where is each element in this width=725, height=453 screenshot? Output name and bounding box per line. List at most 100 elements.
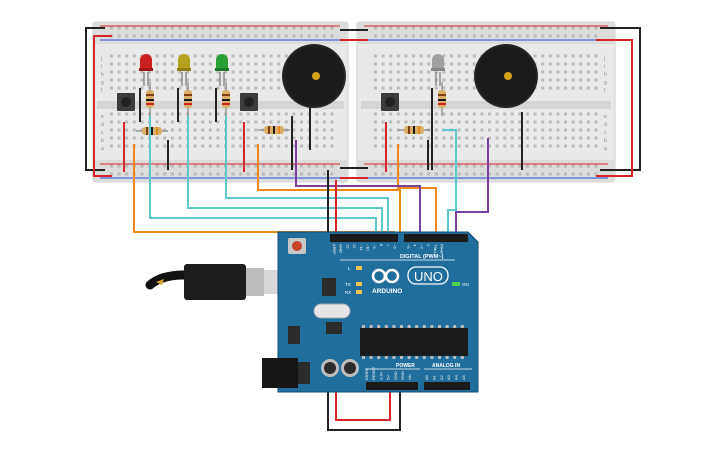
breadboard-hole xyxy=(488,120,491,124)
breadboard-hole xyxy=(480,112,484,116)
resistor-yellow-led[interactable] xyxy=(184,82,192,116)
digital-pin-label: 12 xyxy=(352,244,357,249)
svg-text:L: L xyxy=(348,266,351,271)
breadboard-hole xyxy=(556,172,560,176)
breadboard-hole xyxy=(381,34,385,38)
svg-text:h: h xyxy=(101,72,104,78)
breadboard-hole xyxy=(163,120,167,124)
resistor-red-led[interactable] xyxy=(146,82,154,116)
breadboard-hole xyxy=(284,112,288,116)
dc-power-jack[interactable] xyxy=(262,358,310,388)
breadboard-hole xyxy=(284,54,288,58)
led-green[interactable] xyxy=(215,54,229,86)
breadboard-hole xyxy=(412,86,415,90)
breadboard-hole xyxy=(155,172,159,176)
breadboard-hole xyxy=(140,120,144,124)
resistor-button-left[interactable] xyxy=(136,127,168,135)
right-breadboard[interactable]: j i h g f e d c b a xyxy=(356,21,616,183)
breadboard-hole xyxy=(117,128,121,132)
breadboard-hole xyxy=(556,136,560,140)
breadboard-hole xyxy=(381,26,385,30)
breadboard-hole xyxy=(594,112,598,116)
power-analog-header[interactable] xyxy=(366,382,470,390)
breadboard-hole xyxy=(132,78,136,82)
breadboard-hole xyxy=(434,120,438,124)
breadboard-hole xyxy=(239,164,243,168)
breadboard-hole xyxy=(503,34,507,38)
breadboard-hole xyxy=(419,34,423,38)
breadboard-hole xyxy=(132,62,136,66)
right-row-letters: j i h g f e d c b a xyxy=(603,56,607,152)
breadboard-hole xyxy=(300,144,303,148)
breadboard-hole xyxy=(579,26,583,30)
left-breadboard[interactable]: j i h g f e d c b a xyxy=(92,21,349,183)
breadboard-hole xyxy=(510,120,514,124)
breadboard-hole xyxy=(472,54,476,58)
breadboard-hole xyxy=(579,78,583,82)
breadboard-hole xyxy=(533,136,537,140)
breadboard-hole xyxy=(254,136,258,140)
breadboard-hole xyxy=(163,86,167,90)
breadboard-hole xyxy=(262,144,265,148)
breadboard-hole xyxy=(480,120,484,124)
breadboard-hole xyxy=(419,120,423,124)
breadboard-hole xyxy=(450,86,453,90)
breadboard-hole xyxy=(300,120,303,124)
breadboard-hole xyxy=(442,120,446,124)
breadboard-hole xyxy=(442,112,446,116)
digital-header[interactable] xyxy=(330,234,468,242)
svg-text:i: i xyxy=(604,64,605,70)
breadboard-hole xyxy=(163,54,167,58)
breadboard-hole xyxy=(208,26,212,30)
breadboard-hole xyxy=(396,78,400,82)
chip-pin xyxy=(392,356,396,359)
breadboard-hole xyxy=(389,26,393,30)
buzzer-right[interactable] xyxy=(474,44,538,108)
pushbutton-middle[interactable] xyxy=(240,93,258,111)
pushbutton-left[interactable] xyxy=(117,93,135,111)
chip-pin xyxy=(445,325,449,328)
chip-pin xyxy=(453,356,457,359)
resistor-button-mid[interactable] xyxy=(258,126,290,134)
led-grey[interactable] xyxy=(431,54,445,86)
breadboard-hole xyxy=(503,112,507,116)
crystal-oscillator xyxy=(313,303,351,319)
breadboard-hole xyxy=(389,172,393,176)
led-yellow[interactable] xyxy=(177,54,191,86)
chip-pin xyxy=(460,356,464,359)
breadboard-hole xyxy=(132,70,136,74)
digital-pin-label: ~6 xyxy=(392,244,397,249)
breadboard-hole xyxy=(518,26,522,30)
usb-chip xyxy=(322,278,336,296)
breadboard-hole xyxy=(140,26,144,30)
breadboard-hole xyxy=(389,144,393,148)
buzzer-left[interactable] xyxy=(282,44,346,108)
breadboard-hole xyxy=(579,164,583,168)
breadboard-hole xyxy=(450,34,453,38)
svg-text:c: c xyxy=(101,130,104,136)
breadboard-hole xyxy=(125,78,129,82)
resistor-button-right[interactable] xyxy=(398,126,430,134)
resistor-grey-led[interactable] xyxy=(438,82,446,116)
breadboard-hole xyxy=(480,26,484,30)
breadboard-hole xyxy=(155,34,159,38)
breadboard-hole xyxy=(518,128,522,132)
analog-pin-label: A5 xyxy=(461,374,466,380)
resistor-green-led[interactable] xyxy=(222,82,230,116)
breadboard-hole xyxy=(155,136,159,140)
reset-button[interactable] xyxy=(288,238,306,254)
breadboard-hole xyxy=(284,172,288,176)
breadboard-hole xyxy=(404,54,408,58)
led-red[interactable] xyxy=(139,54,153,86)
breadboard-hole xyxy=(193,86,197,90)
breadboard-hole xyxy=(170,144,174,148)
breadboard-hole xyxy=(216,120,220,124)
pushbutton-right[interactable] xyxy=(381,93,399,111)
breadboard-hole xyxy=(472,62,476,66)
breadboard-hole xyxy=(404,112,408,116)
breadboard-hole xyxy=(148,34,151,38)
usb-cable[interactable] xyxy=(145,264,278,300)
breadboard-hole xyxy=(571,62,575,66)
breadboard-hole xyxy=(292,26,296,30)
